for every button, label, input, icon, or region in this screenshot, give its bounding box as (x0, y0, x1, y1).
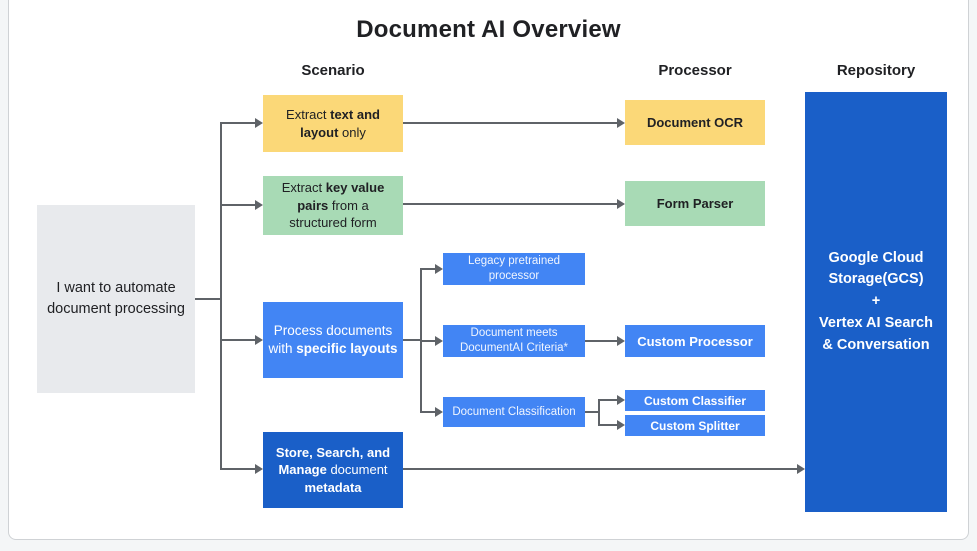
scenario-store-search-manage-label: Store, Search, and Manage document metad… (275, 444, 391, 495)
arrowhead-to-legacy (435, 264, 443, 274)
column-header-processor: Processor (658, 62, 732, 79)
intermediate-document-classification-label: Document Classification (452, 405, 576, 418)
connector-root-trunk (220, 122, 222, 470)
arrowhead-to-custom-classifier (617, 395, 625, 405)
arrowhead-to-criteria (435, 336, 443, 346)
connector-classification-stem (585, 411, 600, 413)
intermediate-legacy-pretrained-label: Legacy pretrained processor (467, 255, 561, 282)
processor-custom-classifier: Custom Classifier (625, 390, 765, 411)
connector-scenario1-to-ocr-line (403, 122, 617, 124)
connector-layouts-stem (403, 339, 422, 341)
column-header-scenario: Scenario (301, 62, 365, 79)
repository-line-vertex: Vertex AI Search & Conversation (819, 314, 933, 353)
intermediate-documentai-criteria: Document meets DocumentAI Criteria* (443, 325, 585, 357)
processor-form-parser: Form Parser (625, 181, 765, 226)
processor-document-ocr: Document OCR (625, 100, 765, 145)
scenario-specific-layouts-label: Process documents with specific layouts (268, 322, 398, 356)
connector-scenario2-to-form-parser-line (403, 203, 617, 205)
connector-to-legacy-line (420, 268, 435, 270)
scenario-extract-key-value: Extract key value pairs from a structure… (263, 176, 403, 235)
arrowhead-to-custom-processor (617, 336, 625, 346)
scenario-specific-layouts: Process documents with specific layouts (263, 302, 403, 378)
arrowhead-to-scenario1 (255, 118, 263, 128)
connector-to-scenario3-line (220, 339, 255, 341)
arrowhead-to-document-ocr (617, 118, 625, 128)
connector-criteria-to-custom-processor-line (585, 340, 617, 342)
processor-custom-splitter-label: Custom Splitter (650, 418, 740, 433)
connector-to-criteria-line (420, 340, 435, 342)
arrowhead-to-form-parser (617, 199, 625, 209)
connector-store-to-repository-line (403, 468, 797, 470)
connector-root-stem (195, 298, 222, 300)
scenario-extract-text-layout-label: Extract text and layout only (286, 106, 380, 140)
connector-classification-fork (598, 399, 600, 426)
connector-to-scenario2-line (220, 204, 255, 206)
arrowhead-to-scenario2 (255, 200, 263, 210)
arrowhead-to-scenario4 (255, 464, 263, 474)
scenario-store-search-manage: Store, Search, and Manage document metad… (263, 432, 403, 508)
arrowhead-to-repository (797, 464, 805, 474)
repository-line-plus: + (871, 293, 881, 310)
repository-box: Google Cloud Storage(GCS) + Vertex AI Se… (805, 92, 947, 512)
processor-custom-processor: Custom Processor (625, 325, 765, 357)
column-header-repository: Repository (836, 62, 916, 79)
root-box-automate-processing: I want to automate document processing (37, 205, 195, 393)
connector-to-splitter-line (598, 424, 617, 426)
connector-to-classifier-line (598, 399, 617, 401)
connector-to-scenario1-line (220, 122, 255, 124)
connector-to-scenario4-line (220, 468, 255, 470)
processor-form-parser-label: Form Parser (656, 196, 734, 211)
processor-custom-processor-label: Custom Processor (637, 333, 753, 349)
repository-label: Google Cloud Storage(GCS) + Vertex AI Se… (813, 248, 939, 357)
connector-to-classification-line (420, 411, 435, 413)
arrowhead-to-scenario3 (255, 335, 263, 345)
arrowhead-to-custom-splitter (617, 420, 625, 430)
processor-custom-classifier-label: Custom Classifier (643, 393, 747, 408)
processor-custom-splitter: Custom Splitter (625, 415, 765, 436)
intermediate-legacy-pretrained: Legacy pretrained processor (443, 253, 585, 285)
root-box-label: I want to automate document processing (47, 279, 185, 317)
processor-document-ocr-label: Document OCR (646, 115, 744, 130)
intermediate-documentai-criteria-label: Document meets DocumentAI Criteria* (459, 327, 568, 354)
repository-line-gcs: Google Cloud Storage(GCS) (828, 249, 924, 288)
scenario-extract-text-layout: Extract text and layout only (263, 95, 403, 152)
arrowhead-to-classification (435, 407, 443, 417)
intermediate-document-classification: Document Classification (443, 397, 585, 427)
diagram-title: Document AI Overview (356, 16, 621, 43)
scenario-extract-key-value-label: Extract key value pairs from a structure… (281, 180, 385, 231)
